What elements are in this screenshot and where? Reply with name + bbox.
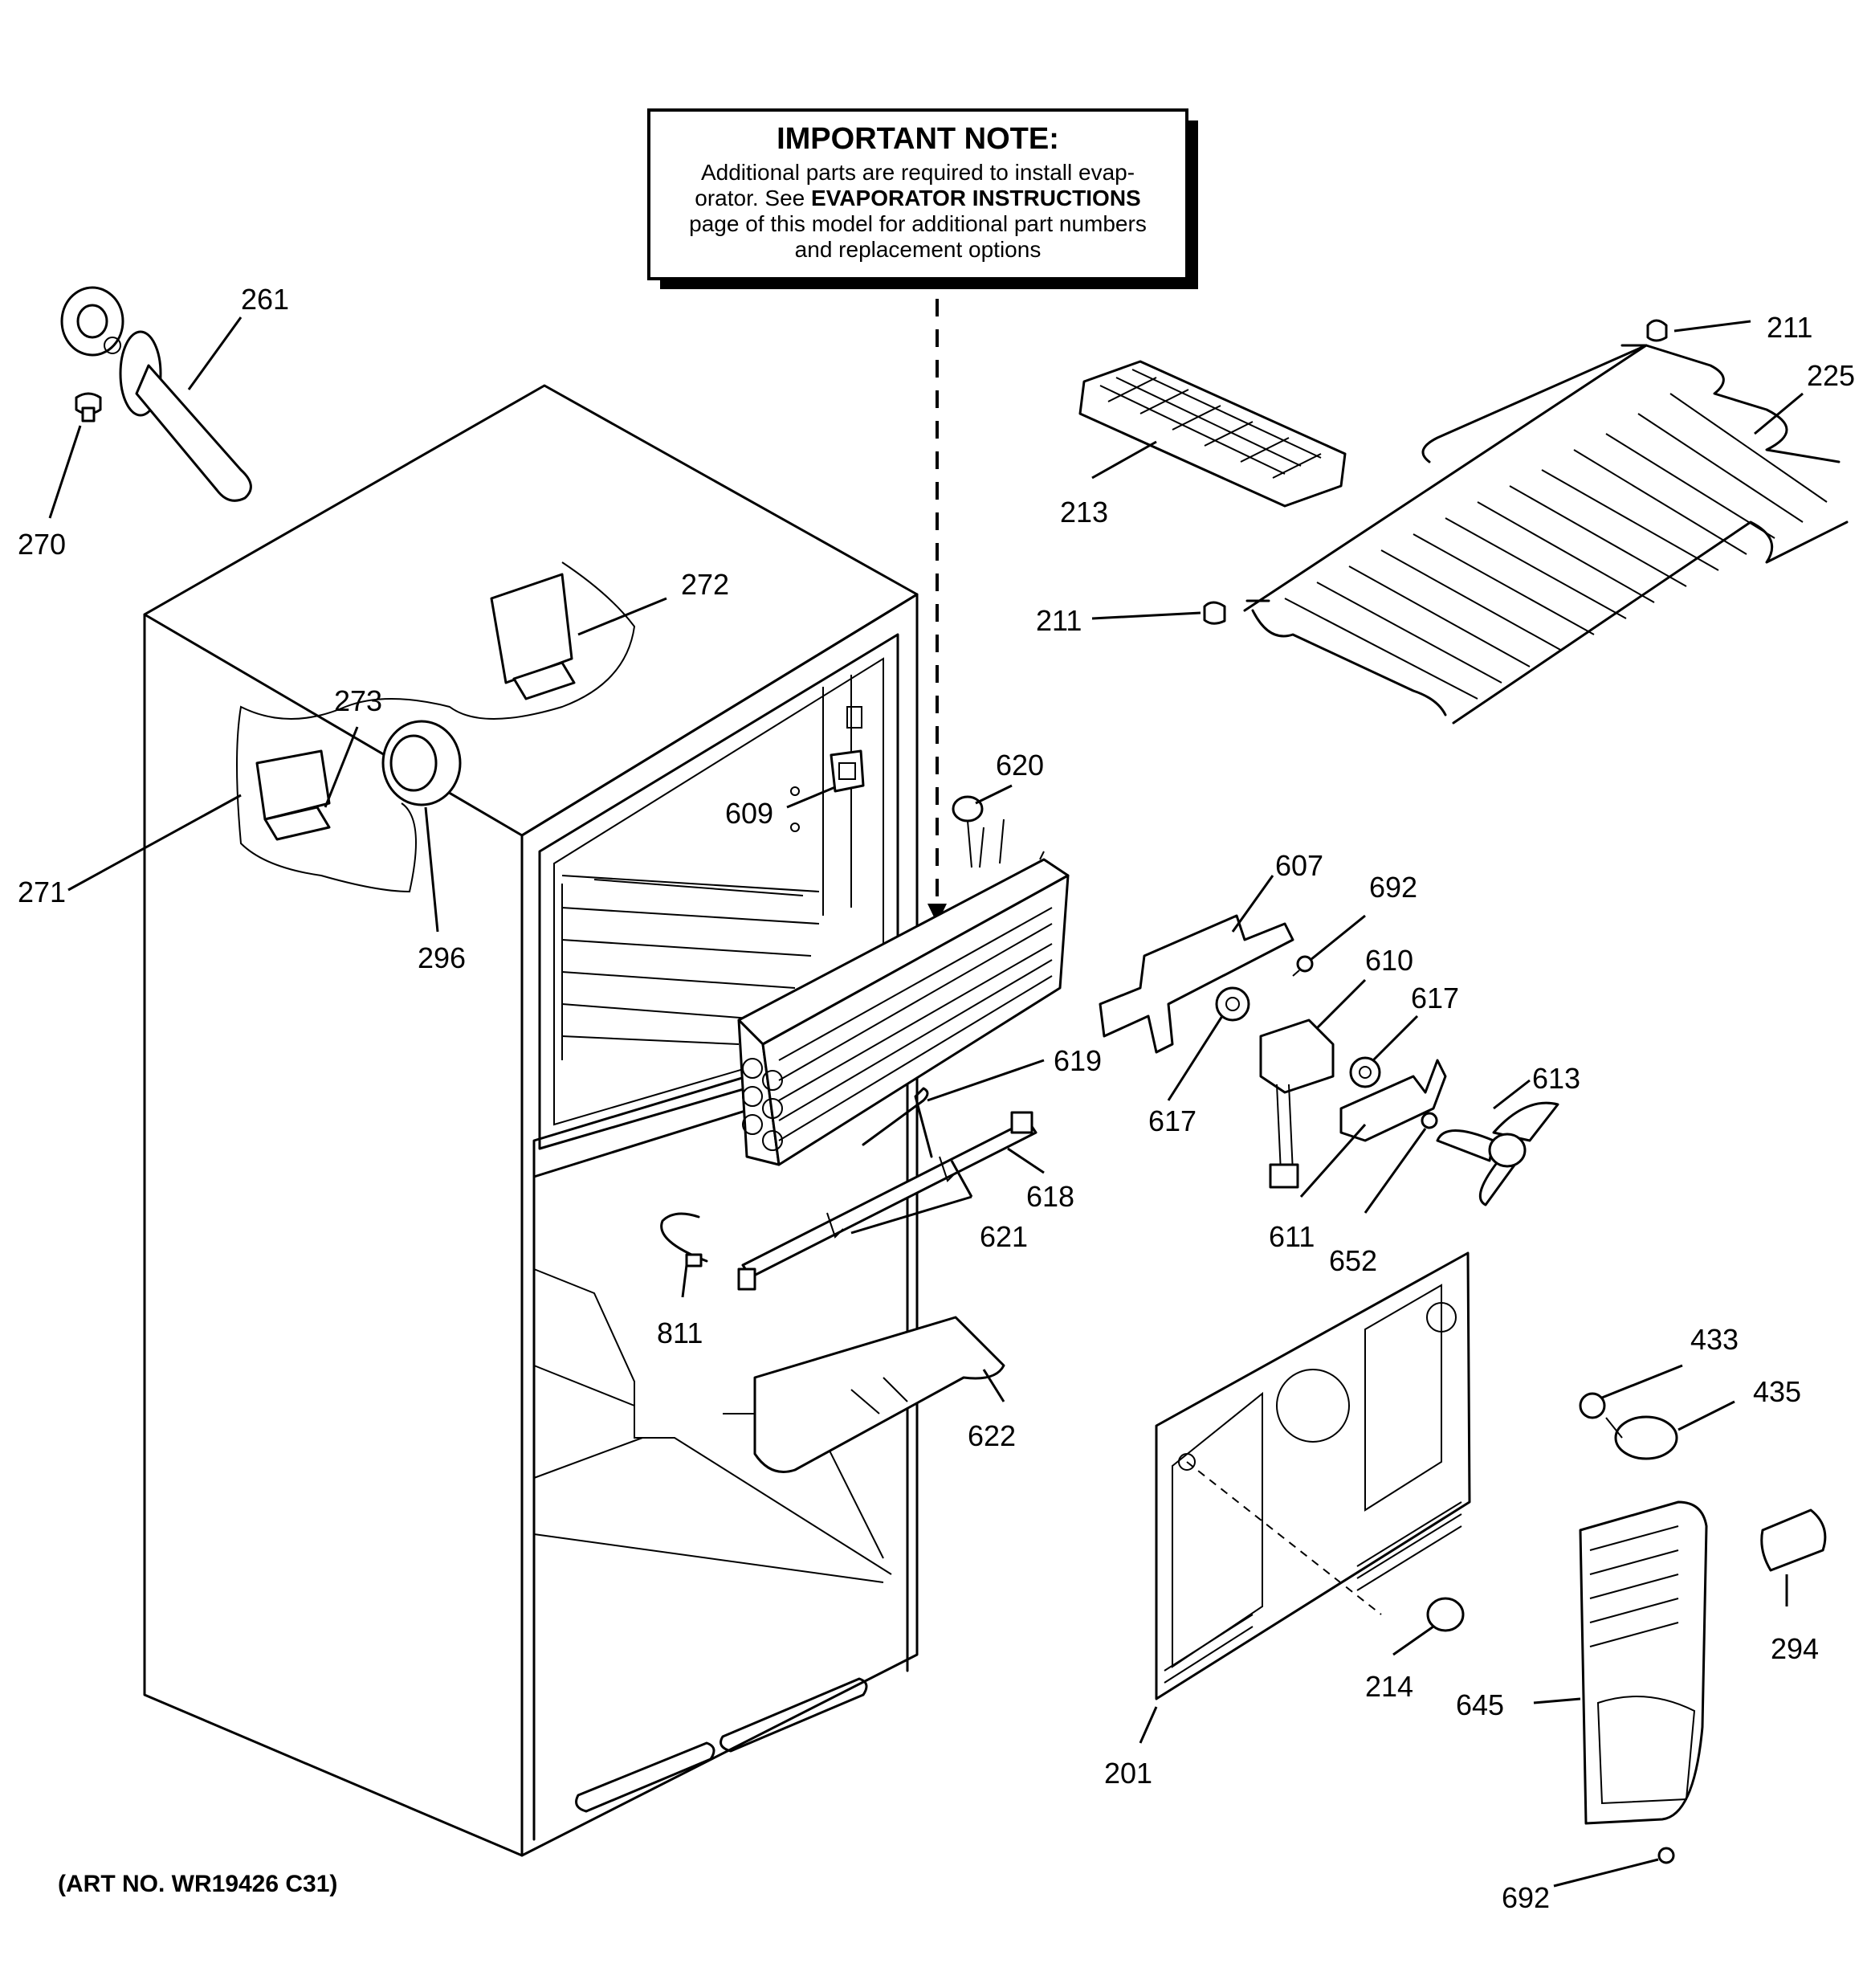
part-811-clamp	[660, 1212, 708, 1268]
callout-296: 296	[418, 941, 466, 974]
callout-621: 621	[980, 1220, 1028, 1253]
callout-214: 214	[1365, 1670, 1413, 1703]
part-620-thermostat	[952, 795, 984, 868]
note-line-1: Additional parts are required to install…	[701, 160, 1135, 185]
callout-433: 433	[1690, 1323, 1739, 1356]
callout-211-upper: 211	[1767, 311, 1812, 344]
part-692-screw-upper	[1292, 955, 1314, 977]
part-613-fan-blade	[1436, 1101, 1559, 1206]
callout-645: 645	[1456, 1688, 1504, 1721]
part-211-clip-upper	[1646, 319, 1668, 342]
callout-261: 261	[241, 283, 289, 316]
part-211-clip-lower	[1203, 601, 1226, 625]
part-617-grommet-right	[1349, 1056, 1381, 1088]
part-609-switch	[830, 749, 865, 793]
part-225-freezer-shelf	[1243, 344, 1849, 725]
note-line-3: page of this model for additional part n…	[689, 211, 1147, 236]
part-201-evaporator-cover	[1155, 1251, 1471, 1700]
callout-273: 273	[334, 684, 382, 717]
callout-435: 435	[1753, 1375, 1801, 1408]
callout-692-upper: 692	[1369, 871, 1417, 904]
callout-271: 271	[18, 876, 66, 908]
part-214-plug	[1426, 1597, 1465, 1632]
part-617-grommet-left	[1215, 986, 1250, 1022]
note-pointer-arrow	[927, 299, 947, 924]
part-607-bracket	[1099, 914, 1294, 1054]
callout-294: 294	[1771, 1632, 1819, 1665]
part-692-screw-lower	[1657, 1847, 1675, 1864]
callout-611: 611	[1269, 1220, 1315, 1253]
part-270-screw	[75, 392, 102, 423]
note-line-2-prefix: orator. See	[695, 186, 811, 210]
part-611-bracket	[1339, 1059, 1447, 1142]
callout-213: 213	[1060, 496, 1108, 529]
part-619-clip	[862, 1087, 933, 1158]
note-title: IMPORTANT NOTE:	[777, 122, 1059, 156]
callout-labels: 261 270 272 273 271 296 609 620 607 692 …	[18, 283, 1855, 1914]
callout-811: 811	[657, 1316, 703, 1349]
callout-225: 225	[1807, 359, 1855, 392]
callout-652: 652	[1329, 1244, 1377, 1277]
part-652-nut	[1421, 1112, 1438, 1129]
part-610-fan-motor	[1259, 1018, 1335, 1189]
note-line-4: and replacement options	[795, 237, 1042, 262]
part-618-defrost-heater	[737, 1111, 1037, 1291]
callout-619: 619	[1054, 1044, 1102, 1077]
part-272-273-wire-harness	[236, 561, 636, 893]
callout-620: 620	[996, 749, 1044, 782]
important-note-box: IMPORTANT NOTE: Additional parts are req…	[647, 108, 1198, 289]
callout-211-lower: 211	[1036, 604, 1082, 637]
art-number: (ART NO. WR19426 C31)	[58, 1871, 337, 1897]
note-line-2: orator. See EVAPORATOR INSTRUCTIONS	[695, 186, 1140, 210]
callout-270: 270	[18, 528, 66, 561]
part-261-fill-tube	[60, 286, 252, 502]
part-296-socket	[381, 720, 462, 806]
part-645-light-shield	[1579, 1500, 1708, 1825]
callout-622: 622	[968, 1419, 1016, 1452]
callout-609: 609	[725, 797, 773, 830]
part-213-ice-tray	[1078, 360, 1347, 508]
callout-618: 618	[1026, 1180, 1074, 1213]
part-294-lens	[1760, 1508, 1827, 1572]
callout-617-right: 617	[1411, 982, 1459, 1014]
part-622-drain-trough	[753, 1316, 1005, 1473]
callout-617-left: 617	[1148, 1104, 1196, 1137]
part-435-light-bulb	[1605, 1415, 1678, 1460]
leader-lines	[48, 316, 1804, 1888]
note-line-2-bold: EVAPORATOR INSTRUCTIONS	[811, 186, 1141, 210]
callout-610: 610	[1365, 944, 1413, 977]
callout-692-lower: 692	[1502, 1881, 1550, 1914]
part-433-light-socket	[1579, 1392, 1606, 1419]
callout-201: 201	[1104, 1757, 1152, 1790]
callout-613: 613	[1532, 1062, 1580, 1095]
part-evaporator	[737, 818, 1070, 1166]
refrigerator-cabinet	[143, 384, 919, 1857]
callout-272: 272	[681, 568, 729, 601]
callout-607: 607	[1275, 849, 1323, 882]
